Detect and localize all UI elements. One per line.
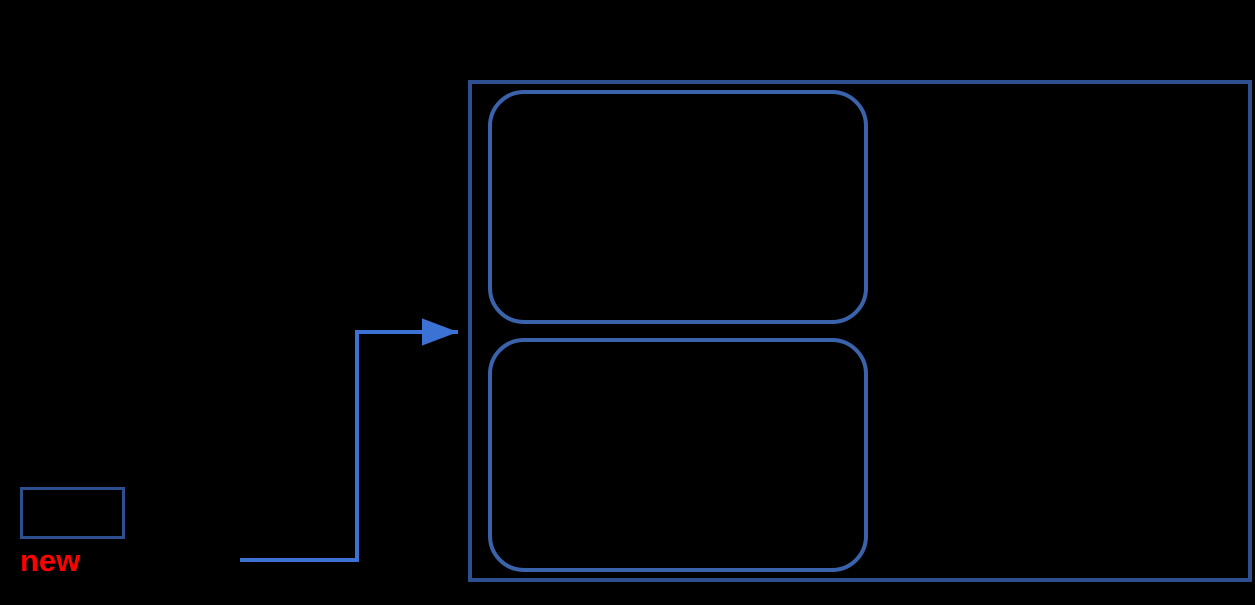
new-to-container-arrow bbox=[240, 318, 458, 562]
new-label: new bbox=[20, 543, 81, 578]
new-node-box[interactable] bbox=[20, 487, 125, 539]
outer-container bbox=[468, 80, 1252, 582]
lower-rounded-box[interactable] bbox=[488, 338, 868, 572]
upper-rounded-box[interactable] bbox=[488, 90, 868, 324]
